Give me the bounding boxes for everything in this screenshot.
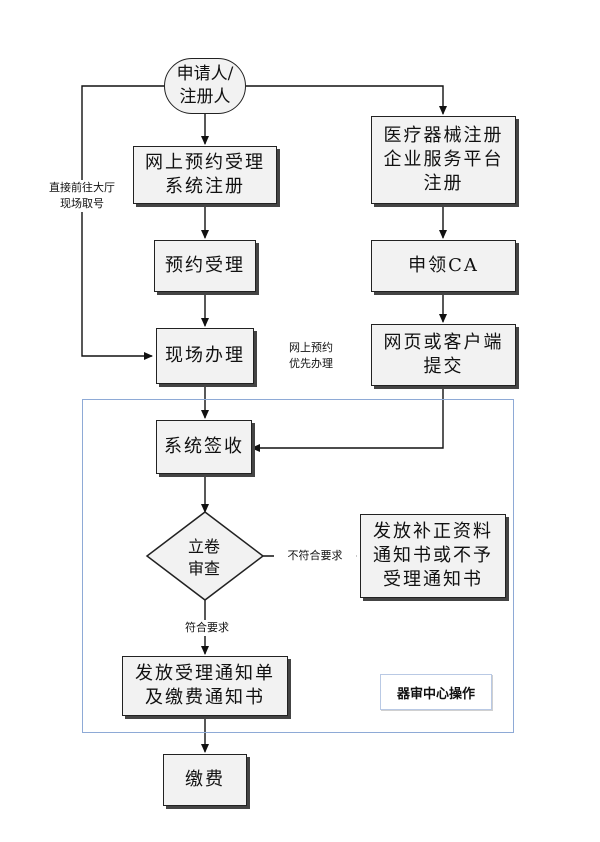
node-filing-review: 立卷 审查 — [168, 536, 240, 580]
node-web-client-submit-text: 网页或客户端 提交 — [383, 332, 504, 377]
node-applicant-text: 申请人/ 注册人 — [176, 64, 234, 107]
label-compliant: 符合要求 — [174, 620, 240, 636]
node-filing-review-text: 立卷 审查 — [187, 537, 220, 578]
label-online-priority: 网上预约 优先办理 — [289, 341, 333, 370]
review-diamond — [145, 511, 265, 601]
region-label-review-center: 器审中心操作 — [380, 674, 492, 710]
node-booking-acceptance: 预约受理 — [154, 240, 256, 292]
node-issue-supplement-notice-text: 发放补正资料 通知书或不予 受理通知书 — [373, 521, 493, 590]
node-online-booking-register: 网上预约受理 系统注册 — [133, 146, 277, 204]
node-web-client-submit: 网页或客户端 提交 — [371, 324, 516, 386]
edge-submit-to-receipt — [251, 386, 444, 452]
node-onsite-handling: 现场办理 — [156, 328, 254, 384]
edge-applicant-to-platform-register — [246, 85, 447, 115]
edge-applicant-to-onsite — [81, 85, 164, 360]
node-online-booking-register-text: 网上预约受理 系统注册 — [145, 152, 265, 197]
node-device-platform-register-text: 医疗器械注册 企业服务平台 注册 — [383, 125, 504, 194]
node-payment: 缴费 — [163, 754, 247, 806]
node-system-receipt: 系统签收 — [156, 420, 252, 474]
node-apply-ca: 申领CA — [371, 240, 516, 292]
node-applicant: 申请人/ 注册人 — [164, 58, 246, 114]
review-center-region — [82, 399, 514, 733]
label-direct-onsite: 直接前往大厅 现场取号 — [34, 180, 130, 212]
node-issue-acceptance-notice: 发放受理通知单 及缴费通知书 — [122, 656, 288, 716]
node-issue-supplement-notice: 发放补正资料 通知书或不予 受理通知书 — [360, 514, 506, 598]
label-not-compliant: 不符合要求 — [274, 548, 356, 564]
node-issue-acceptance-notice-text: 发放受理通知单 及缴费通知书 — [135, 663, 275, 708]
node-system-receipt-text: 系统签收 — [164, 436, 244, 457]
node-booking-acceptance-text: 预约受理 — [165, 255, 245, 276]
node-device-platform-register: 医疗器械注册 企业服务平台 注册 — [371, 116, 516, 204]
node-apply-ca-text: 申领CA — [408, 255, 479, 276]
node-payment-text: 缴费 — [185, 769, 225, 790]
node-onsite-handling-text: 现场办理 — [165, 345, 245, 366]
